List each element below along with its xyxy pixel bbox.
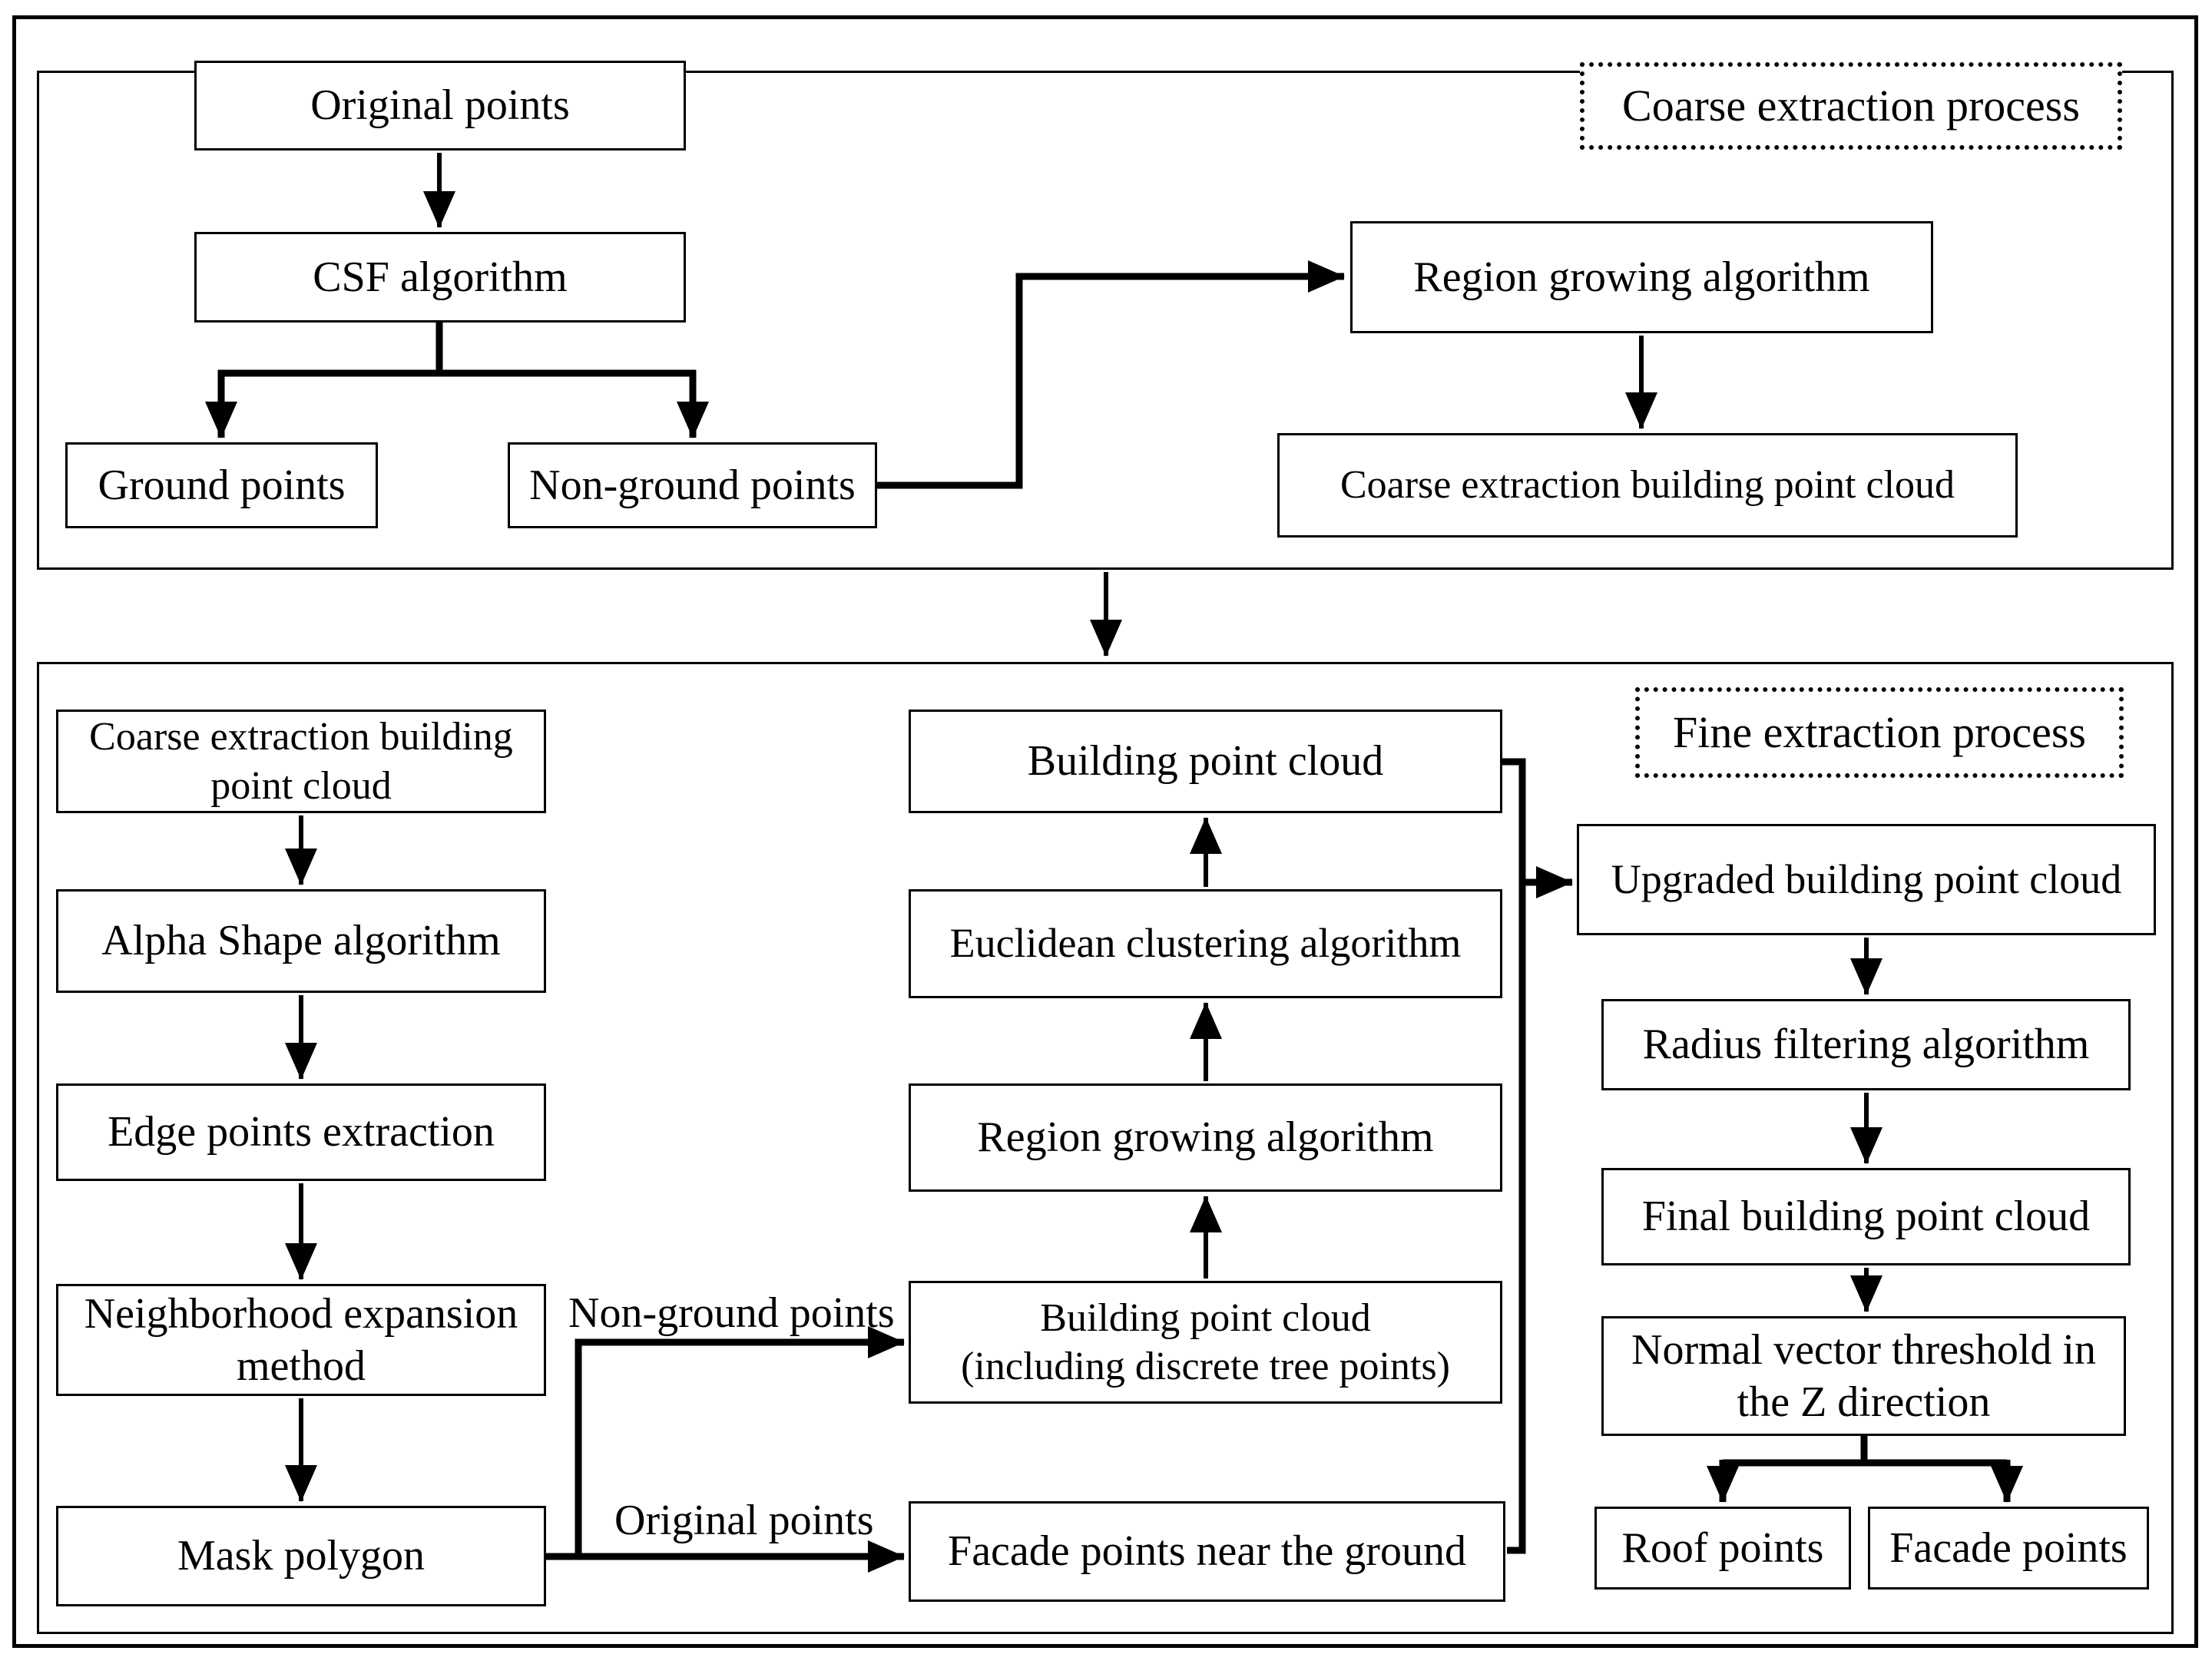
coarse-section-title: Coarse extraction process bbox=[1580, 62, 2122, 150]
fine-section-title-label: Fine extraction process bbox=[1673, 706, 2086, 757]
node-building-cloud-trees-label: Building point cloud (including discrete… bbox=[961, 1295, 1450, 1388]
node-facade-points-label: Facade points bbox=[1889, 1523, 2128, 1572]
node-euclidean-clustering-label: Euclidean clustering algorithm bbox=[949, 920, 1462, 967]
node-euclidean-clustering: Euclidean clustering algorithm bbox=[909, 889, 1502, 998]
node-region-growing-coarse-label: Region growing algorithm bbox=[1413, 253, 1870, 301]
node-csf-algorithm-label: CSF algorithm bbox=[313, 253, 568, 301]
node-mask-polygon: Mask polygon bbox=[56, 1506, 546, 1606]
node-radius-filtering-label: Radius filtering algorithm bbox=[1642, 1021, 2090, 1069]
node-csf-algorithm: CSF algorithm bbox=[194, 232, 686, 323]
node-alpha-shape: Alpha Shape algorithm bbox=[56, 889, 546, 993]
node-building-point-cloud-label: Building point cloud bbox=[1027, 737, 1384, 786]
fine-section-title: Fine extraction process bbox=[1635, 687, 2124, 778]
node-roof-points: Roof points bbox=[1594, 1507, 1851, 1590]
node-non-ground-points-label: Non-ground points bbox=[529, 461, 856, 509]
node-coarse-building-cloud-label: Coarse extraction building point cloud bbox=[1339, 463, 1955, 508]
node-coarse-building-cloud-input-label: Coarse extraction building point cloud bbox=[89, 715, 513, 808]
node-facade-points: Facade points bbox=[1868, 1507, 2149, 1590]
node-roof-points-label: Roof points bbox=[1621, 1523, 1824, 1572]
node-original-points: Original points bbox=[194, 61, 686, 151]
node-non-ground-points: Non-ground points bbox=[508, 442, 877, 528]
edge-label-non-ground-points: Non-ground points bbox=[568, 1289, 895, 1337]
node-region-growing-fine-label: Region growing algorithm bbox=[977, 1113, 1434, 1162]
node-neighborhood-expansion: Neighborhood expansion method bbox=[56, 1284, 546, 1396]
node-upgraded-building-cloud-label: Upgraded building point cloud bbox=[1611, 855, 2122, 902]
node-ground-points: Ground points bbox=[65, 442, 378, 528]
node-coarse-building-cloud-input: Coarse extraction building point cloud bbox=[56, 710, 546, 813]
edge-label-original-points: Original points bbox=[614, 1497, 874, 1544]
node-normal-vector-threshold: Normal vector threshold in the Z directi… bbox=[1601, 1316, 2126, 1436]
coarse-extraction-section bbox=[37, 71, 2174, 570]
node-edge-points-label: Edge points extraction bbox=[108, 1108, 495, 1156]
coarse-section-title-label: Coarse extraction process bbox=[1622, 80, 2080, 131]
node-edge-points: Edge points extraction bbox=[56, 1083, 546, 1181]
node-neighborhood-expansion-label: Neighborhood expansion method bbox=[84, 1289, 518, 1390]
node-mask-polygon-label: Mask polygon bbox=[177, 1532, 425, 1580]
node-final-building-cloud-label: Final building point cloud bbox=[1641, 1193, 2091, 1241]
node-region-growing-fine: Region growing algorithm bbox=[909, 1083, 1502, 1192]
node-ground-points-label: Ground points bbox=[98, 461, 346, 509]
node-original-points-label: Original points bbox=[310, 81, 570, 130]
node-final-building-cloud: Final building point cloud bbox=[1601, 1168, 2131, 1265]
node-upgraded-building-cloud: Upgraded building point cloud bbox=[1577, 824, 2156, 935]
node-normal-vector-threshold-label: Normal vector threshold in the Z directi… bbox=[1631, 1325, 2096, 1426]
node-region-growing-coarse: Region growing algorithm bbox=[1350, 221, 1933, 333]
node-facade-points-near-ground: Facade points near the ground bbox=[909, 1501, 1505, 1602]
node-building-cloud-trees: Building point cloud (including discrete… bbox=[909, 1281, 1502, 1404]
node-coarse-building-cloud: Coarse extraction building point cloud bbox=[1277, 433, 2018, 538]
node-radius-filtering: Radius filtering algorithm bbox=[1601, 999, 2131, 1090]
figure-border bbox=[12, 15, 2198, 1648]
fine-extraction-section bbox=[37, 662, 2174, 1634]
node-alpha-shape-label: Alpha Shape algorithm bbox=[101, 917, 501, 965]
node-building-point-cloud: Building point cloud bbox=[909, 710, 1502, 813]
node-facade-points-near-ground-label: Facade points near the ground bbox=[948, 1527, 1466, 1576]
